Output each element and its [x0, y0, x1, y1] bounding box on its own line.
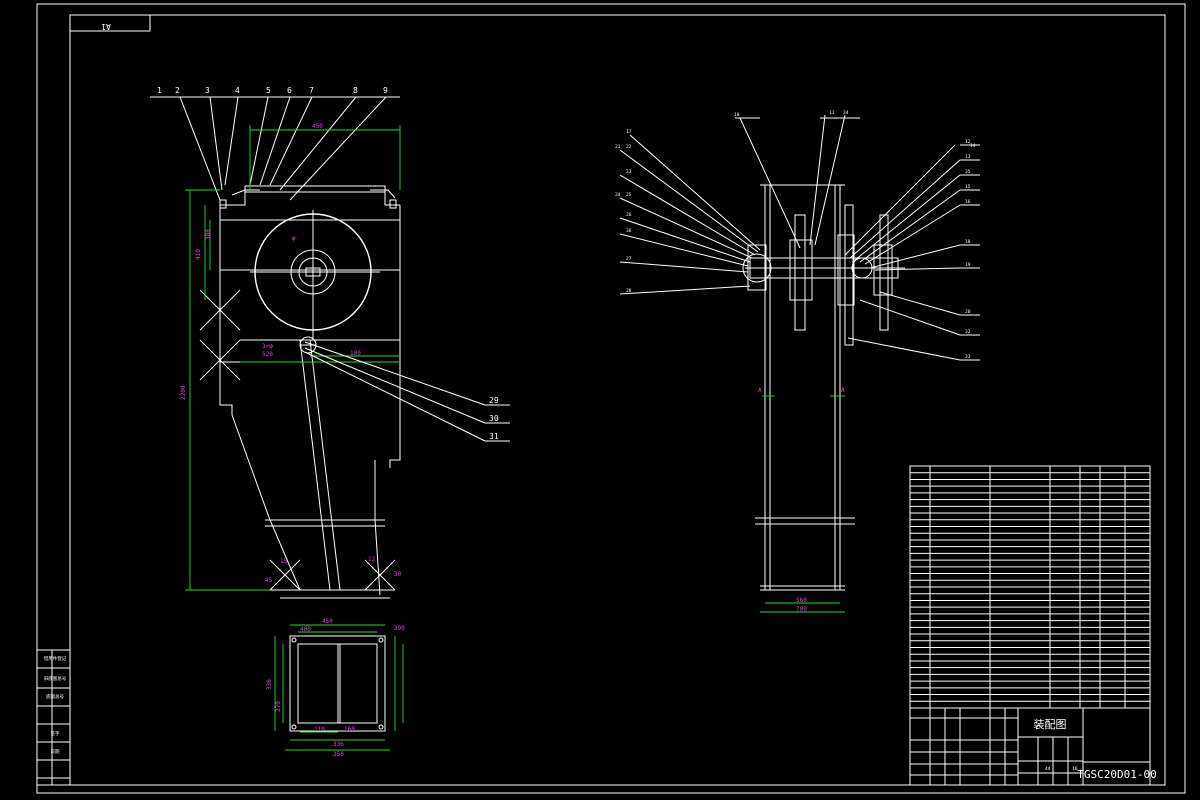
dim-angle-a: 15 [280, 558, 288, 565]
rv-callout-32: 32 [965, 329, 971, 335]
dim-height-a: 410 [195, 249, 202, 260]
rv-section-a-left: A [758, 387, 762, 394]
rv-callout-10: 10 [734, 112, 740, 118]
dim-angle-d: 30 [394, 571, 402, 578]
bv-dim-4: 270 [275, 701, 282, 712]
strip-label-0: 借用件登记 [44, 655, 67, 662]
rv-callout-25: 25 [626, 192, 632, 198]
callout-7: 7 [309, 86, 314, 95]
left-elevation-view: 1 2 3 4 5 6 7 8 9 [150, 86, 510, 599]
rv-dim-700: 700 [796, 606, 807, 613]
rv-callout-13: 13 [965, 154, 971, 160]
callout-1: 1 [157, 86, 162, 95]
callout-8: 8 [353, 86, 358, 95]
bv-dim-2: 390 [394, 625, 405, 632]
rv-callout-17: 17 [626, 129, 632, 135]
rv-callout-12: 12 [965, 139, 971, 145]
bv-dim-0: 450 [322, 618, 333, 625]
sheet-size-box: A1 [69, 14, 151, 32]
strip-label-3: 签字 [51, 730, 60, 737]
callout-4: 4 [235, 86, 240, 95]
bv-dim-3: 336 [266, 679, 273, 690]
dim-angle-c: 45 [265, 577, 273, 584]
rv-callout-27: 27 [626, 256, 632, 262]
rv-callout-26: 26 [626, 212, 632, 218]
rv-callout-18: 18 [965, 239, 971, 245]
rv-callout-11: 11 [829, 110, 835, 116]
dim-520: 520 [262, 351, 273, 358]
bottom-plan-view: 450 400 390 336 270 110 160 336 350 [266, 618, 405, 758]
bv-dim-5: 110 [314, 726, 325, 733]
strip-label-2: 底图总号 [46, 693, 64, 700]
sheet-size-label: A1 [101, 22, 111, 31]
bv-dim-7: 336 [333, 741, 344, 748]
rv-callout-23: 23 [626, 169, 632, 175]
bv-dim-8: 350 [333, 751, 344, 758]
callout-31: 31 [489, 432, 499, 441]
scale-0: 44 [1045, 766, 1051, 772]
cross-marks [199, 289, 396, 591]
rv-callout-19: 19 [965, 262, 971, 268]
rv-callout-14: 14 [970, 143, 976, 149]
rv-callout-16: 16 [965, 199, 971, 205]
dim-height-b: 380 [205, 229, 212, 240]
svg-text:φ: φ [292, 235, 296, 242]
callout-30: 30 [489, 414, 499, 423]
rv-dim-560: 560 [796, 597, 807, 604]
callout-2: 2 [175, 86, 180, 95]
rv-section-a-right: A [841, 387, 845, 394]
callout-9: 9 [383, 86, 388, 95]
rv-callout-34: 34 [843, 110, 849, 116]
dim-angle-b: 12 [368, 556, 376, 563]
strip-label-4: 日期 [51, 749, 60, 755]
rv-callout-35: 35 [965, 169, 971, 175]
rv-callout-36: 36 [626, 228, 632, 234]
strip-label-1: 旧底图总号 [44, 675, 67, 682]
rv-callout-33: 33 [965, 354, 971, 360]
dim-height-total: 2200 [180, 385, 187, 400]
callout-29: 29 [489, 396, 499, 405]
rv-callout-20: 20 [965, 309, 971, 315]
outer-frame [36, 3, 1186, 794]
rv-callout-28: 28 [626, 288, 632, 294]
rv-callout-22: 22 [626, 144, 632, 150]
drawing-number: TGSC20D01-00 [1077, 768, 1156, 781]
bv-dim-1: 400 [300, 626, 311, 633]
title-block: 装配图 44 16 TGSC20D01-00 [909, 707, 1157, 786]
scale-1: 16 [1072, 766, 1078, 772]
dim-width-top: 450 [312, 123, 323, 130]
inner-frame [69, 14, 1166, 786]
rv-callout-24: 24 [615, 192, 621, 198]
parts-list-table [909, 465, 1151, 709]
dim-offset: 100 [350, 350, 361, 357]
drawing-title: 装配图 [1034, 718, 1067, 731]
dim-holes: 3×φ [262, 343, 273, 350]
rv-callout-15: 15 [965, 184, 971, 190]
left-signature-strip: 借用件登记 旧底图总号 底图总号 签字 日期 [36, 649, 71, 786]
rv-callout-21: 21 [615, 144, 621, 150]
callout-6: 6 [287, 86, 292, 95]
callout-5: 5 [266, 86, 271, 95]
bv-dim-6: 160 [344, 726, 355, 733]
callout-3: 3 [205, 86, 210, 95]
right-side-view: 560 700 A A 10 11 34 12 13 14 35 15 16 1… [615, 110, 980, 613]
